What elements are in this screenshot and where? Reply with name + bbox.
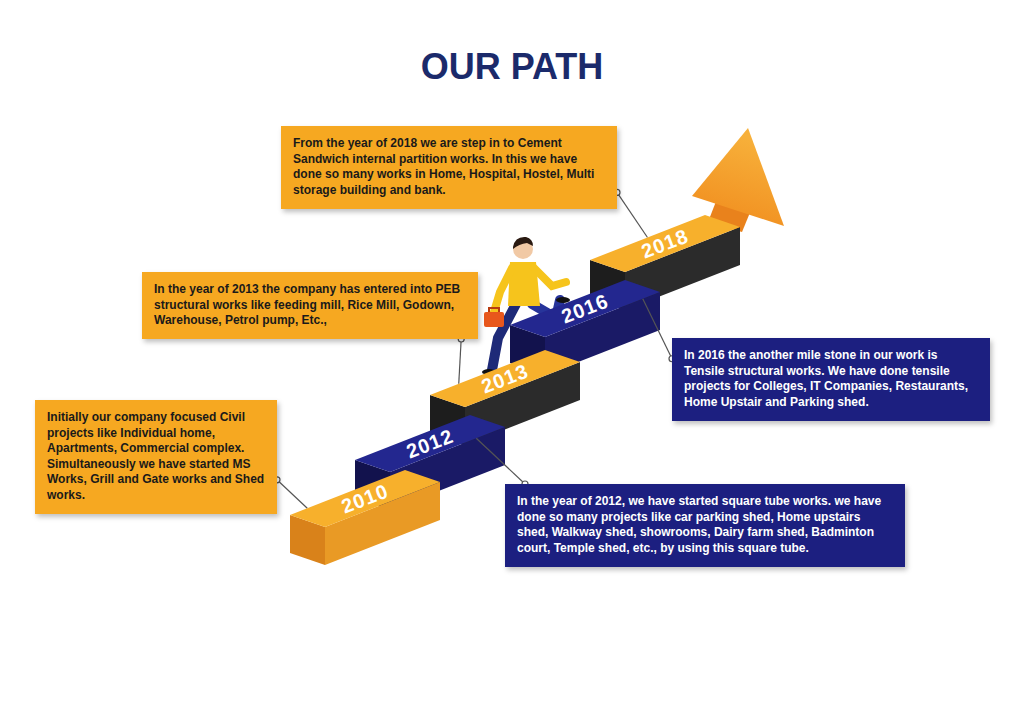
callout-box: In the year of 2012, we have started squ…	[505, 484, 905, 567]
step-face-shape	[355, 415, 505, 472]
leader-line	[643, 299, 672, 359]
year-label: 2013	[478, 359, 532, 398]
year-label: 2016	[558, 289, 612, 328]
stair-step: 2013	[430, 350, 580, 407]
year-label: 2010	[338, 479, 392, 518]
leader-line	[277, 480, 307, 508]
callout-text: Initially our company focused Civil proj…	[47, 410, 265, 504]
year-label: 2018	[638, 224, 692, 263]
callout-box: From the year of 2018 we are step in to …	[281, 126, 617, 209]
leader-line	[476, 438, 525, 484]
step-face-shape	[290, 470, 440, 527]
callout-text: From the year of 2018 we are step in to …	[293, 136, 605, 198]
callout-text: In 2016 the another mile stone in our wo…	[684, 348, 978, 410]
stair-step: 2018	[590, 215, 740, 272]
leader-line	[617, 192, 648, 237]
step-face-shape	[510, 280, 660, 337]
leader-line	[459, 339, 461, 384]
arrow-head	[692, 128, 784, 226]
callout-text: In the year of 2013 the company has ente…	[154, 282, 466, 329]
step-face-shape	[430, 350, 580, 407]
callout-box: In the year of 2013 the company has ente…	[142, 272, 478, 339]
page-title: OUR PATH	[0, 46, 1024, 88]
step-face-shape	[590, 215, 740, 272]
callout-box: In 2016 the another mile stone in our wo…	[672, 338, 990, 421]
stair-step: 2016	[510, 280, 660, 337]
stair-step: 2010	[290, 470, 440, 527]
year-label: 2012	[403, 424, 457, 463]
callout-box: Initially our company focused Civil proj…	[35, 400, 277, 514]
callout-text: In the year of 2012, we have started squ…	[517, 494, 893, 556]
stair-step: 2012	[355, 415, 505, 472]
